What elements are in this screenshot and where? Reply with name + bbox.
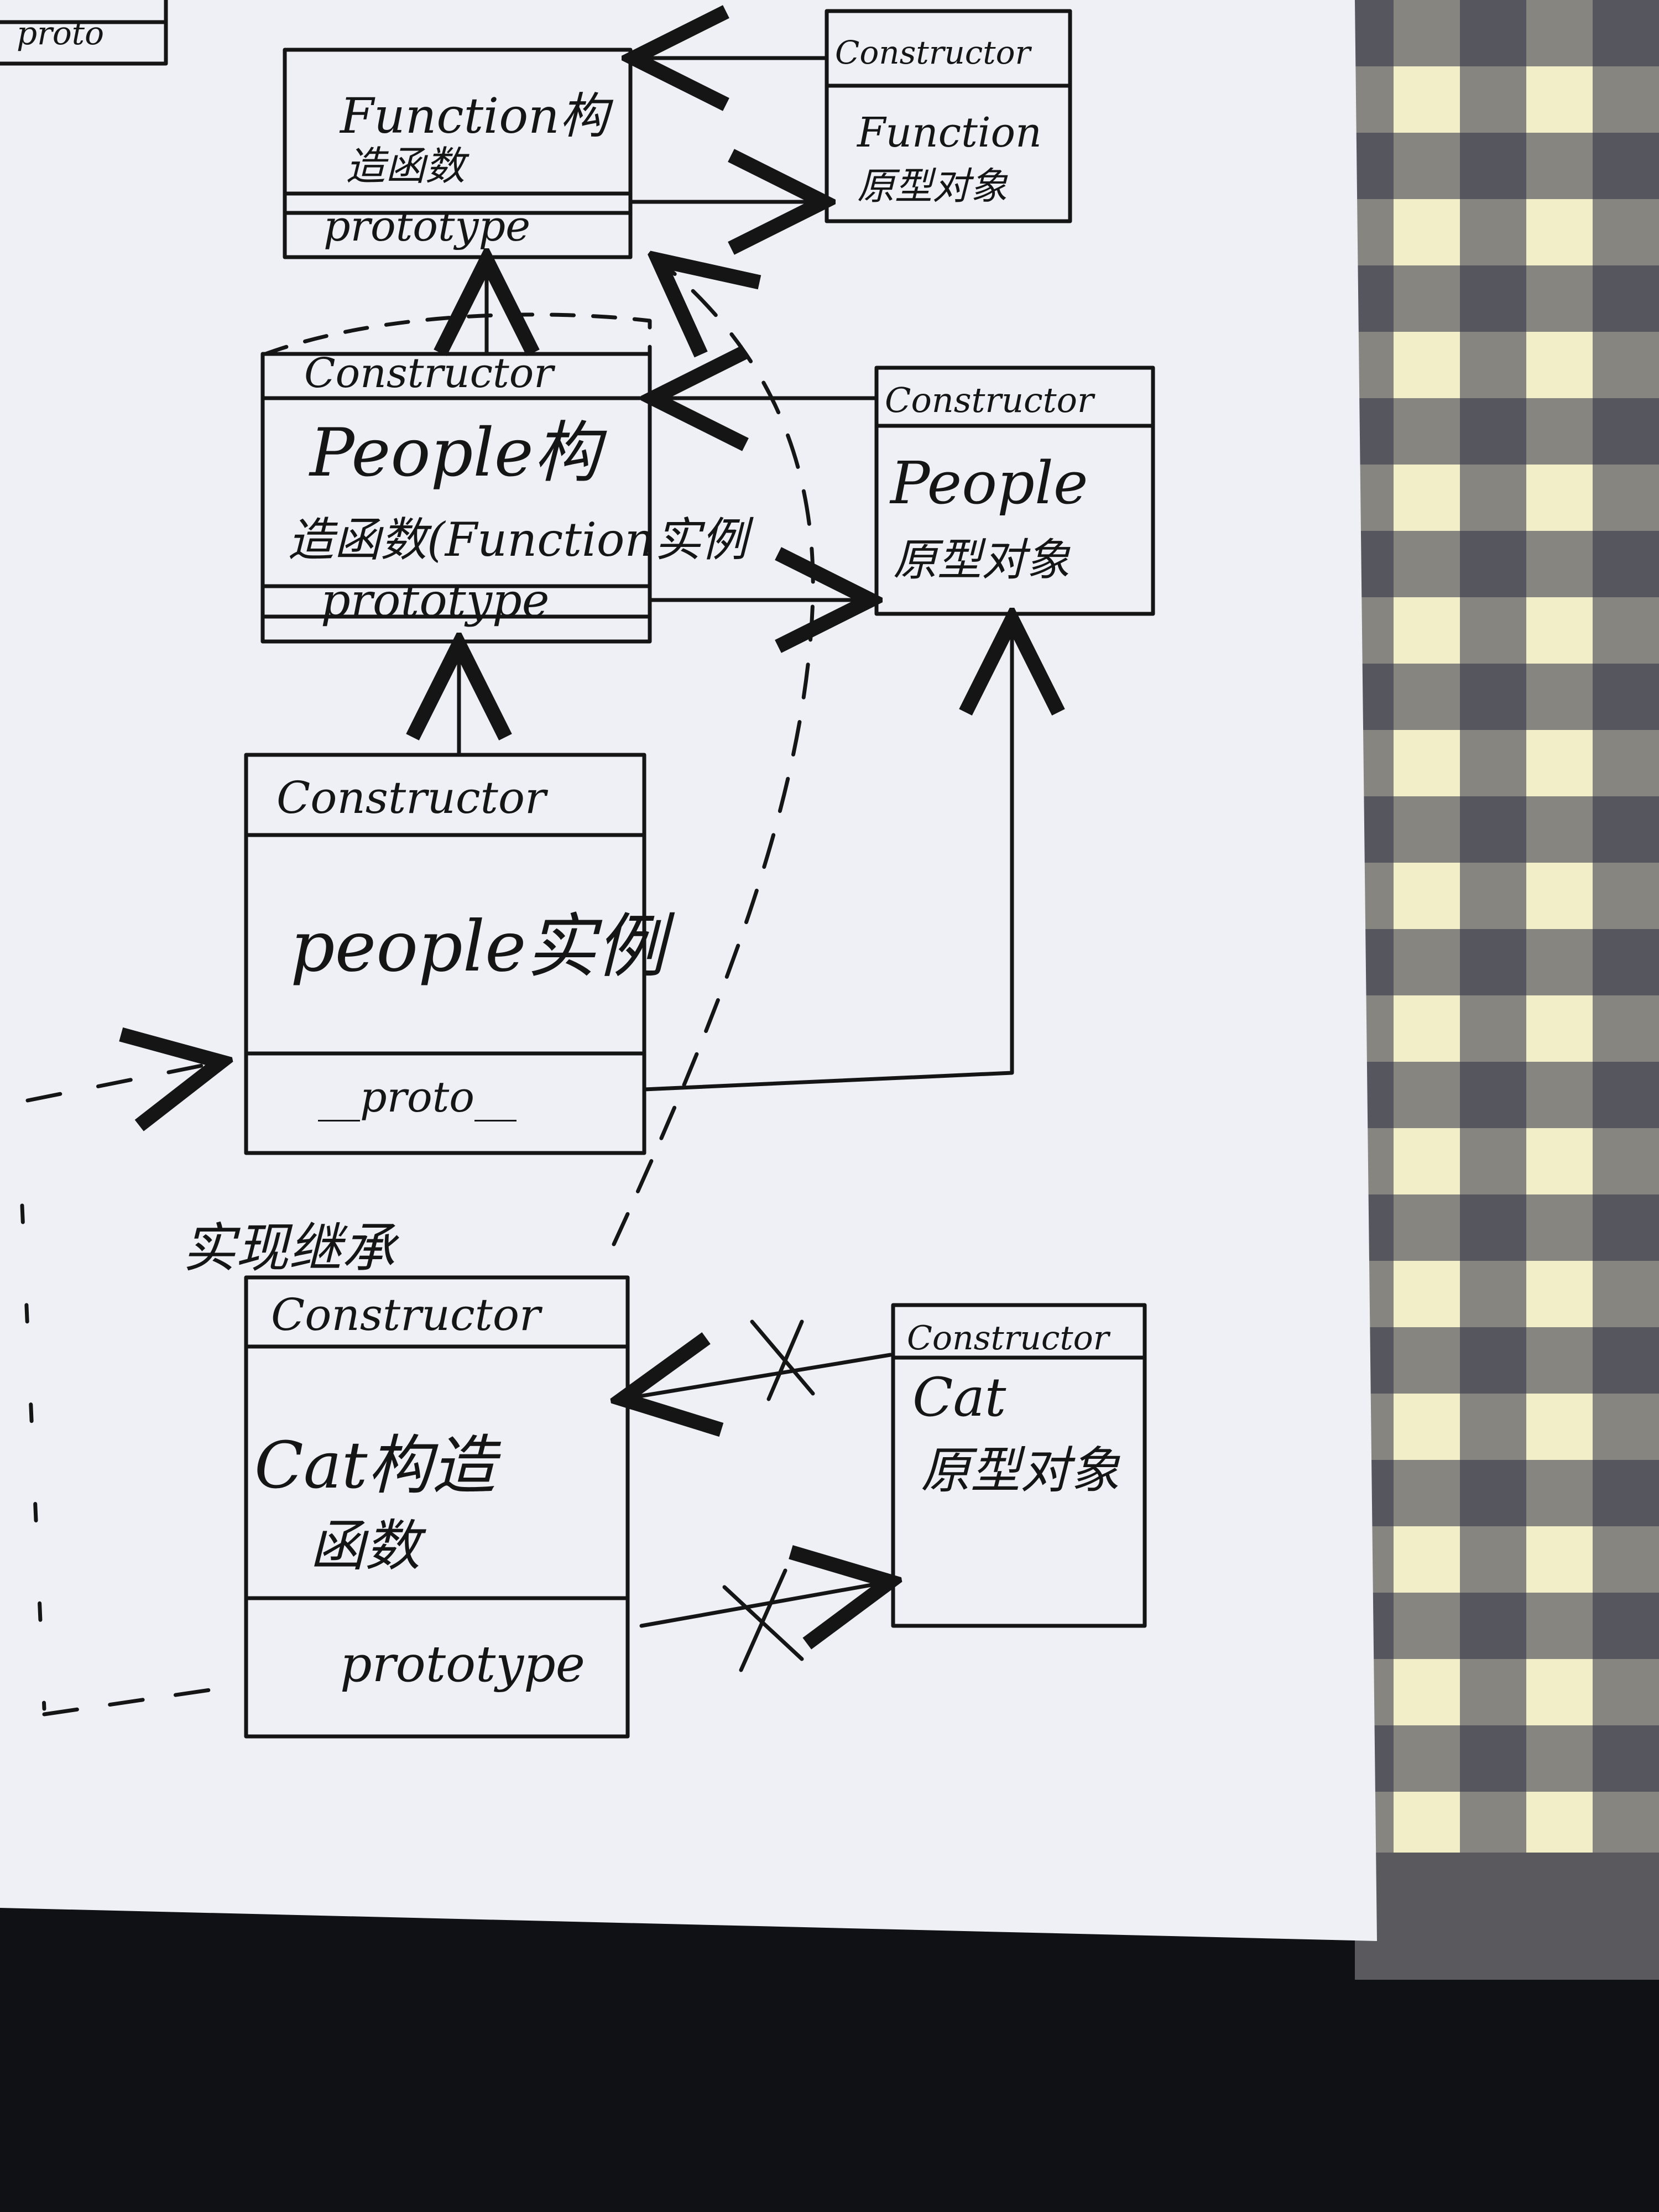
function-constructor-box: Function构 造函数 prototype	[283, 48, 633, 259]
function-prototype-title-line2: 原型对象	[857, 165, 1008, 208]
cross-mark-lower	[722, 1568, 804, 1672]
cat-prototype-box: Constructor Cat 原型对象	[891, 1303, 1147, 1628]
people-instance-header: Constructor	[276, 772, 549, 823]
people-instance-proto-slot: __proto__	[318, 1072, 517, 1121]
people-constructor-title-line2: 造函数(Function实例	[288, 513, 754, 567]
cat-prototype-title-line1: Cat	[912, 1366, 1006, 1428]
function-constructor-title-line1: Function构	[339, 87, 614, 144]
people-prototype-header: Constructor	[885, 380, 1095, 420]
cross-mark-upper	[750, 1319, 815, 1401]
cat-constructor-title-line2: 函数	[310, 1514, 426, 1578]
function-prototype-header: Constructor	[835, 34, 1032, 71]
dashed-proto-chain	[612, 260, 815, 1246]
dashed-left-to-cat-prototype	[42, 1684, 234, 1717]
people-prototype-title-line1: People	[889, 449, 1088, 517]
top-fragment-box: proto	[0, 0, 168, 66]
people-constructor-title-line1: People构	[309, 415, 607, 492]
arrow-instance-proto-to-people-prototype	[642, 619, 1012, 1092]
people-instance-box: Constructor people实例 __proto__	[244, 753, 675, 1155]
function-constructor-title-line2: 造函数	[346, 143, 469, 189]
cat-constructor-header: Constructor	[271, 1289, 543, 1340]
cat-constructor-title-line1: Cat构造	[254, 1428, 502, 1503]
tabletop-edge	[1355, 1853, 1659, 1980]
arrow-cat-constructor-to-cat-prototype	[639, 1582, 890, 1626]
dashed-people-constructor-outline	[263, 312, 652, 356]
function-constructor-prototype-slot: prototype	[324, 201, 530, 251]
cat-prototype-title-line2: 原型对象	[921, 1442, 1120, 1500]
dashed-left-to-instance	[25, 1062, 221, 1100]
people-instance-title: people实例	[290, 906, 675, 987]
paper-sheet	[0, 0, 1377, 1941]
cat-constructor-prototype-slot: prototype	[340, 1635, 585, 1693]
function-prototype-title-line1: Function	[856, 109, 1042, 156]
cat-prototype-header: Constructor	[907, 1319, 1111, 1358]
top-fragment-label: proto	[17, 14, 104, 52]
arrow-cat-prototype-to-cat-constructor	[622, 1355, 893, 1399]
function-prototype-box: Constructor Function 原型对象	[825, 9, 1072, 223]
cat-constructor-box: Constructor Cat构造 函数 prototype	[244, 1275, 630, 1739]
people-constructor-header: Constructor	[304, 349, 556, 397]
people-constructor-prototype-slot: prototype	[321, 573, 550, 628]
people-prototype-title-line2: 原型对象	[893, 534, 1071, 586]
people-constructor-box: Constructor People构 造函数(Function实例 proto…	[260, 349, 754, 644]
section-label-inheritance: 实现继承	[182, 1217, 399, 1279]
people-prototype-box: Constructor People 原型对象	[874, 366, 1155, 616]
